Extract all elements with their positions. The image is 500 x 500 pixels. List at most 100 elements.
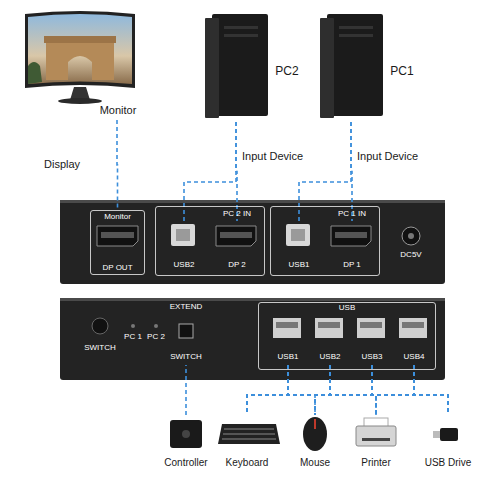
peripheral-device: Mouse: [288, 415, 342, 473]
usb-a-port-shape: [399, 318, 427, 338]
back-panel: [60, 200, 445, 284]
peripheral-device: Keyboard: [214, 415, 280, 473]
switch-button-shape: [92, 318, 108, 334]
port-group: PC 1 INUSB1DP 1: [270, 206, 380, 276]
node-label: Printer: [347, 457, 405, 468]
switch-button: SWITCH: [78, 306, 122, 362]
dashed-connector: [372, 365, 448, 415]
usb-a-port-slot: [276, 322, 298, 328]
node-label: EXTEND: [165, 303, 207, 312]
node-label: SWITCH: [165, 353, 207, 362]
peripheral-device: Printer: [347, 415, 405, 473]
dp-port-shape: [331, 226, 371, 246]
monitor-base: [58, 98, 102, 104]
keyboard-keys: [222, 438, 276, 440]
dashed-connector: [288, 365, 448, 415]
pc-tower: PC2: [200, 10, 300, 122]
dashed-connector: [116, 120, 118, 210]
usb-drive-plug: [433, 431, 440, 438]
pc-tower: PC1: [315, 10, 420, 122]
dashed-connector: [185, 365, 187, 415]
power-jack: DC5V: [390, 215, 432, 267]
controller-icon: [170, 420, 202, 448]
dp-port-shape: [97, 226, 138, 246]
port-group: PC 2 IN USB2 DP 2: [155, 206, 265, 276]
led-label: PC 1: [121, 333, 145, 342]
node-label: SWITCH: [78, 344, 122, 353]
usb-a-port: USB2: [313, 313, 347, 365]
screen-tree: [28, 62, 42, 84]
screen-building: [46, 42, 114, 80]
pc-tower-front: [320, 18, 334, 118]
edge-label: Display: [44, 158, 80, 170]
usb-a-port-slot: [360, 322, 382, 328]
power-jack-pin: [408, 233, 414, 239]
usb-b-port-shape: [171, 224, 195, 246]
printer-slot: [362, 438, 390, 441]
node-label: Monitor: [91, 213, 144, 222]
peripheral-device: Controller: [158, 415, 214, 473]
usb-a-port: USB4: [397, 313, 431, 365]
dashed-connector: [288, 365, 376, 415]
keyboard-keys: [224, 428, 274, 430]
node-label: DP 2: [214, 261, 260, 270]
dp-port-slot: [220, 232, 252, 238]
usb-b-port: USB1: [279, 221, 319, 273]
node-label: Keyboard: [214, 457, 280, 468]
dashed-connector: [315, 365, 330, 415]
dashed-connector: [330, 365, 448, 415]
dashed-connector: [247, 365, 414, 415]
extend-jack-shape: [179, 324, 193, 338]
node-label: PC2: [272, 65, 302, 78]
mouse-wheel: [314, 419, 316, 429]
usb-a-port-slot: [318, 322, 340, 328]
edge-label: Input Device: [357, 150, 418, 162]
node-label: USB3: [355, 353, 389, 362]
usb-b-port-slot: [291, 229, 305, 241]
node-label: USB2: [164, 261, 204, 270]
node-label: Monitor: [98, 104, 138, 116]
led-label: PC 2: [144, 333, 168, 342]
node-label: PC 1 IN: [326, 210, 378, 219]
dp-port-slot: [101, 232, 134, 238]
monitor-device: Monitor: [20, 8, 140, 120]
dashed-connector: [330, 365, 376, 415]
usb-a-port-slot: [402, 322, 424, 328]
dp-input-port: DP 2: [214, 221, 260, 273]
node-label: USB1: [279, 261, 319, 270]
node-label: DP OUT: [91, 264, 144, 273]
usb-port-group: USBUSB1USB2USB3USB4: [258, 302, 436, 370]
monitor-screen: [28, 14, 132, 84]
node-label: PC 2 IN: [211, 210, 263, 219]
panel-highlight: [60, 298, 445, 301]
node-label: Controller: [158, 457, 214, 468]
pc-tower-body: [327, 14, 383, 116]
dashed-connector: [247, 365, 288, 415]
dp-port-slot: [335, 232, 367, 238]
node-label: DC5V: [390, 251, 432, 260]
power-jack-shape: [402, 227, 420, 245]
dashed-connector: [376, 365, 414, 415]
dashed-connector: [315, 365, 372, 415]
usb-a-port-shape: [357, 318, 385, 338]
node-label: USB: [259, 304, 435, 313]
node-label: PC1: [387, 65, 417, 78]
edge-label: Input Device: [242, 150, 303, 162]
node-label: USB Drive: [412, 457, 484, 468]
usb-b-port-shape: [286, 224, 310, 246]
pc-tower-vent: [224, 26, 258, 29]
dashed-connector: [247, 365, 372, 415]
usb-a-port-shape: [273, 318, 301, 338]
screen-building-top: [44, 36, 116, 43]
keyboard-keys: [223, 433, 275, 435]
dashed-connector: [315, 365, 414, 415]
node-label: Mouse: [288, 457, 342, 468]
usb-a-port: USB3: [355, 313, 389, 365]
dp-output-port: Monitor DP OUT: [90, 210, 145, 275]
dashed-connector: [247, 365, 330, 415]
node-label: USB4: [397, 353, 431, 362]
node-label: USB2: [313, 353, 347, 362]
usb-b-port-slot: [176, 229, 190, 241]
